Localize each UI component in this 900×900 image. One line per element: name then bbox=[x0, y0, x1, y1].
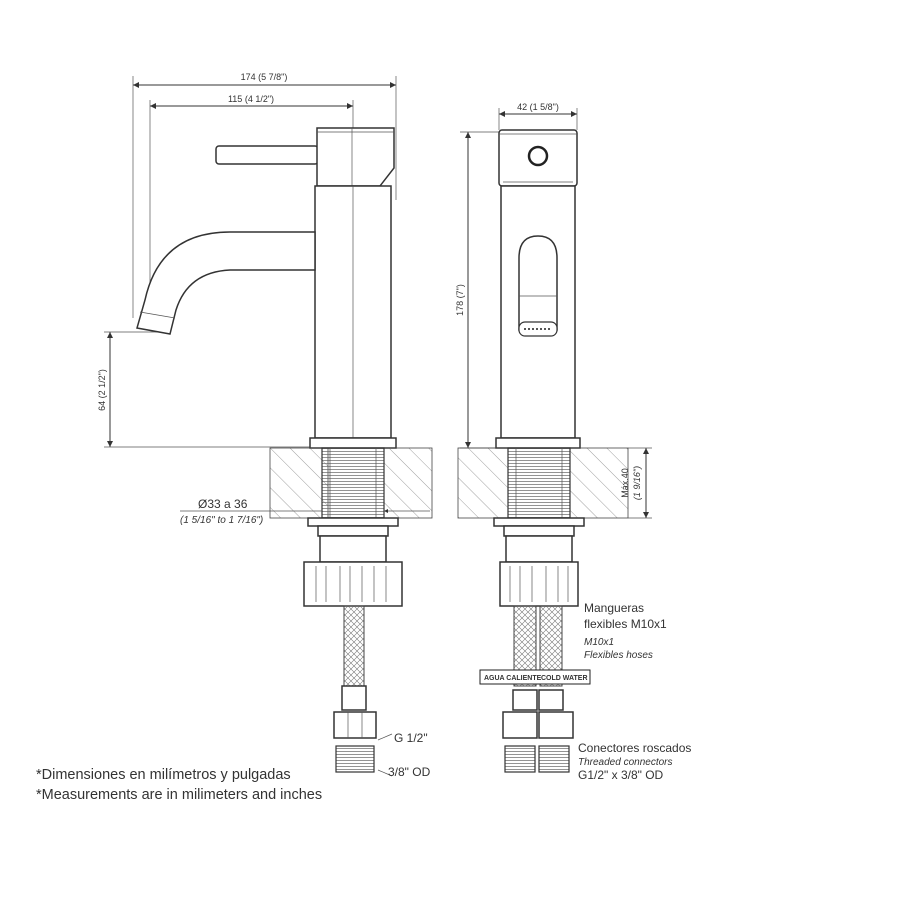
cold-hose-nut bbox=[538, 711, 574, 739]
dim-spout-reach: 115 (4 1/2") bbox=[228, 94, 274, 104]
hose-nut bbox=[333, 711, 377, 739]
dim-total-width: 174 (5 7/8") bbox=[241, 72, 288, 82]
hot-hose-nut bbox=[502, 711, 538, 739]
mounting-nut bbox=[303, 561, 403, 607]
cold-hose-crimp bbox=[538, 689, 564, 711]
dim-body-width: 42 (1 5/8") bbox=[517, 102, 559, 112]
base-flange bbox=[309, 437, 397, 449]
washer bbox=[307, 517, 399, 527]
note-es: *Dimensiones en milímetros y pulgadas bbox=[36, 767, 291, 783]
hose-tag bbox=[479, 669, 591, 685]
front-view: 42 (1 5/8") 178 (7") bbox=[455, 102, 691, 782]
cold-connector bbox=[538, 745, 570, 773]
front-countertop-right bbox=[569, 447, 629, 519]
hose-crimp bbox=[341, 685, 367, 711]
dim-spout-reach-line bbox=[149, 100, 354, 300]
front-spout bbox=[518, 235, 558, 331]
dim-spout-height: 64 (2 1/2") bbox=[97, 369, 107, 411]
hoses-label-en-1: M10x1 bbox=[584, 637, 614, 648]
dim-body-width-line bbox=[498, 108, 578, 130]
lever-socket bbox=[527, 145, 549, 167]
connector-thread: G 1/2" bbox=[394, 731, 428, 745]
hose-tag-hot: AGUA CALIENTE bbox=[484, 675, 542, 682]
dim-max-deck-line bbox=[628, 447, 652, 519]
front-threaded-shank bbox=[507, 447, 571, 519]
dim-max-deck-inches: (1 9/16") bbox=[632, 466, 642, 500]
front-base-flange bbox=[495, 437, 581, 449]
mounting-nut-top bbox=[317, 525, 389, 537]
countertop-right bbox=[383, 447, 433, 519]
note-en: *Measurements are in milimeters and inch… bbox=[36, 787, 322, 803]
shank-body bbox=[319, 535, 387, 563]
dim-total-width-line bbox=[132, 76, 397, 318]
hole-diameter: Ø33 a 36 bbox=[198, 497, 248, 511]
connectors-label-es: Conectores roscados bbox=[578, 741, 691, 755]
hoses-label-en-2: Flexibles hoses bbox=[584, 650, 653, 661]
connectors-spec: G1/2" x 3/8" OD bbox=[578, 768, 664, 782]
lever-handle bbox=[215, 145, 319, 165]
hose-tag-cold: COLD WATER bbox=[541, 675, 588, 682]
threaded-shank bbox=[321, 447, 385, 519]
hoses-label-es-1: Mangueras bbox=[584, 601, 644, 615]
front-mounting-nut bbox=[499, 561, 579, 607]
hole-diameter-inches: (1 5/16" to 1 7/16") bbox=[180, 515, 263, 526]
hot-water-hose bbox=[513, 605, 537, 687]
hoses-label-es-2: flexibles M10x1 bbox=[584, 617, 667, 631]
handle-cap bbox=[316, 127, 395, 187]
dim-height: 178 (7") bbox=[455, 284, 465, 316]
dim-height-line bbox=[460, 131, 500, 449]
dim-max-deck: Máx.40 bbox=[620, 468, 630, 498]
front-nut-top bbox=[503, 525, 575, 537]
cold-water-hose bbox=[539, 605, 563, 687]
connectors-label-en: Threaded connectors bbox=[578, 757, 673, 768]
threaded-connector bbox=[335, 745, 375, 773]
spout bbox=[136, 231, 316, 335]
front-shank-body bbox=[505, 535, 573, 563]
hot-connector bbox=[504, 745, 536, 773]
hot-hose-crimp bbox=[512, 689, 538, 711]
connector-od: 3/8" OD bbox=[388, 765, 431, 779]
front-countertop-left bbox=[457, 447, 509, 519]
countertop-left bbox=[269, 447, 329, 519]
side-view: 174 (5 7/8") 115 (4 1/2") 64 (2 1/2") bbox=[97, 72, 433, 779]
flexible-hose bbox=[343, 605, 365, 687]
front-washer bbox=[493, 517, 585, 527]
dim-spout-height-line bbox=[104, 331, 310, 448]
